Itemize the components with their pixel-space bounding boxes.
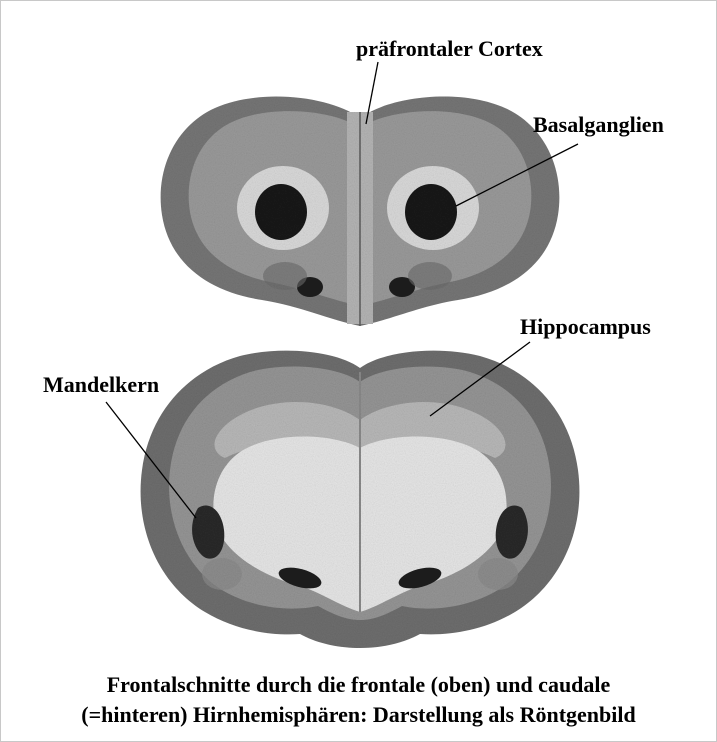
left-basal-ganglia [255, 184, 307, 240]
label-basal-ganglia: Basalganglien [533, 112, 664, 138]
label-hippocampus: Hippocampus [520, 314, 651, 340]
right-basal-ganglia [405, 184, 457, 240]
label-prefrontal-cortex: präfrontaler Cortex [356, 36, 543, 62]
label-amygdala: Mandelkern [43, 372, 159, 398]
caudal-section [141, 351, 580, 648]
caption-line-2: (=hinteren) Hirnhemisphären: Darstellung… [0, 702, 717, 728]
frontal-section [161, 97, 560, 326]
caption-line-1: Frontalschnitte durch die frontale (oben… [0, 672, 717, 698]
